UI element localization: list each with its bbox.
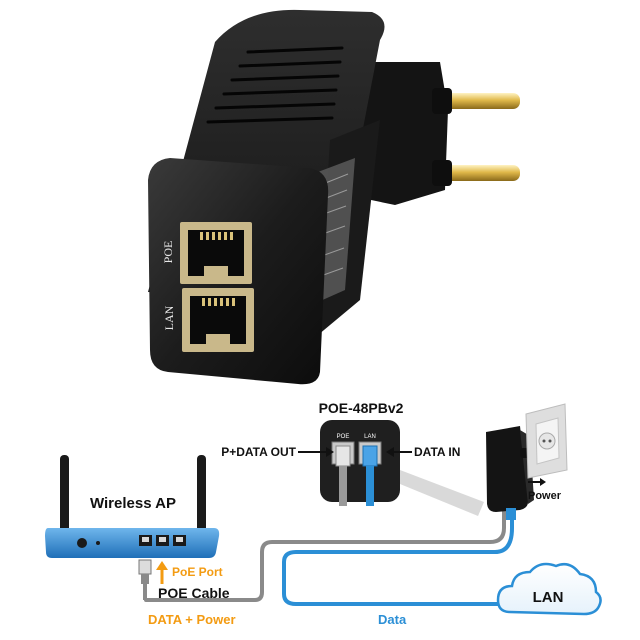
ap-title: Wireless AP: [90, 495, 176, 512]
ap-antenna-left: [60, 455, 69, 537]
poe-adapter-photo: POE LAN: [148, 9, 520, 385]
inset-lan-label: LAN: [364, 434, 376, 440]
plug-pin-bottom: [440, 165, 520, 181]
inset-poe-label: POE: [337, 434, 350, 440]
plug-base: [352, 62, 448, 205]
data-cable: [282, 508, 517, 606]
vent-slots: [206, 46, 344, 124]
ap-ports: [139, 535, 186, 546]
inset-blue-plug: [362, 445, 378, 467]
in-arrow: [386, 447, 394, 457]
plug-pin-top: [440, 93, 520, 109]
ap-rj45-plug: [138, 559, 152, 600]
inset-gray-plug: [335, 445, 351, 467]
poe-cable-label: POE Cable: [158, 585, 230, 601]
lan-cloud: LAN: [496, 562, 602, 616]
lan-cloud-label: LAN: [533, 589, 564, 606]
wireless-ap: Wireless AP: [45, 455, 220, 558]
power-label: Power: [528, 490, 562, 502]
cables: [144, 506, 517, 606]
in-label: DATA IN: [414, 445, 460, 459]
ap-antenna-right: [197, 455, 206, 537]
adapter-poe-label: POE: [161, 241, 175, 264]
ap-body: [45, 528, 220, 558]
data-power-label: DATA + Power: [148, 612, 236, 627]
data-label: Data: [378, 612, 407, 627]
injector-model-label: POE-48PBv2: [319, 400, 404, 416]
rj45-port-lan: [182, 288, 254, 352]
injector-inset: POE-48PBv2 POE LAN: [319, 400, 404, 506]
inset-pointer: [400, 470, 484, 516]
adapter-lan-label: LAN: [162, 305, 176, 330]
out-arrow: [326, 447, 334, 457]
wall-outlet: [525, 403, 568, 479]
rj45-port-poe: [180, 222, 252, 284]
poe-port-label: PoE Port: [172, 565, 223, 579]
power-arrow: [540, 478, 546, 486]
poe-cable: [144, 506, 506, 602]
out-label: P+DATA OUT: [221, 445, 296, 459]
